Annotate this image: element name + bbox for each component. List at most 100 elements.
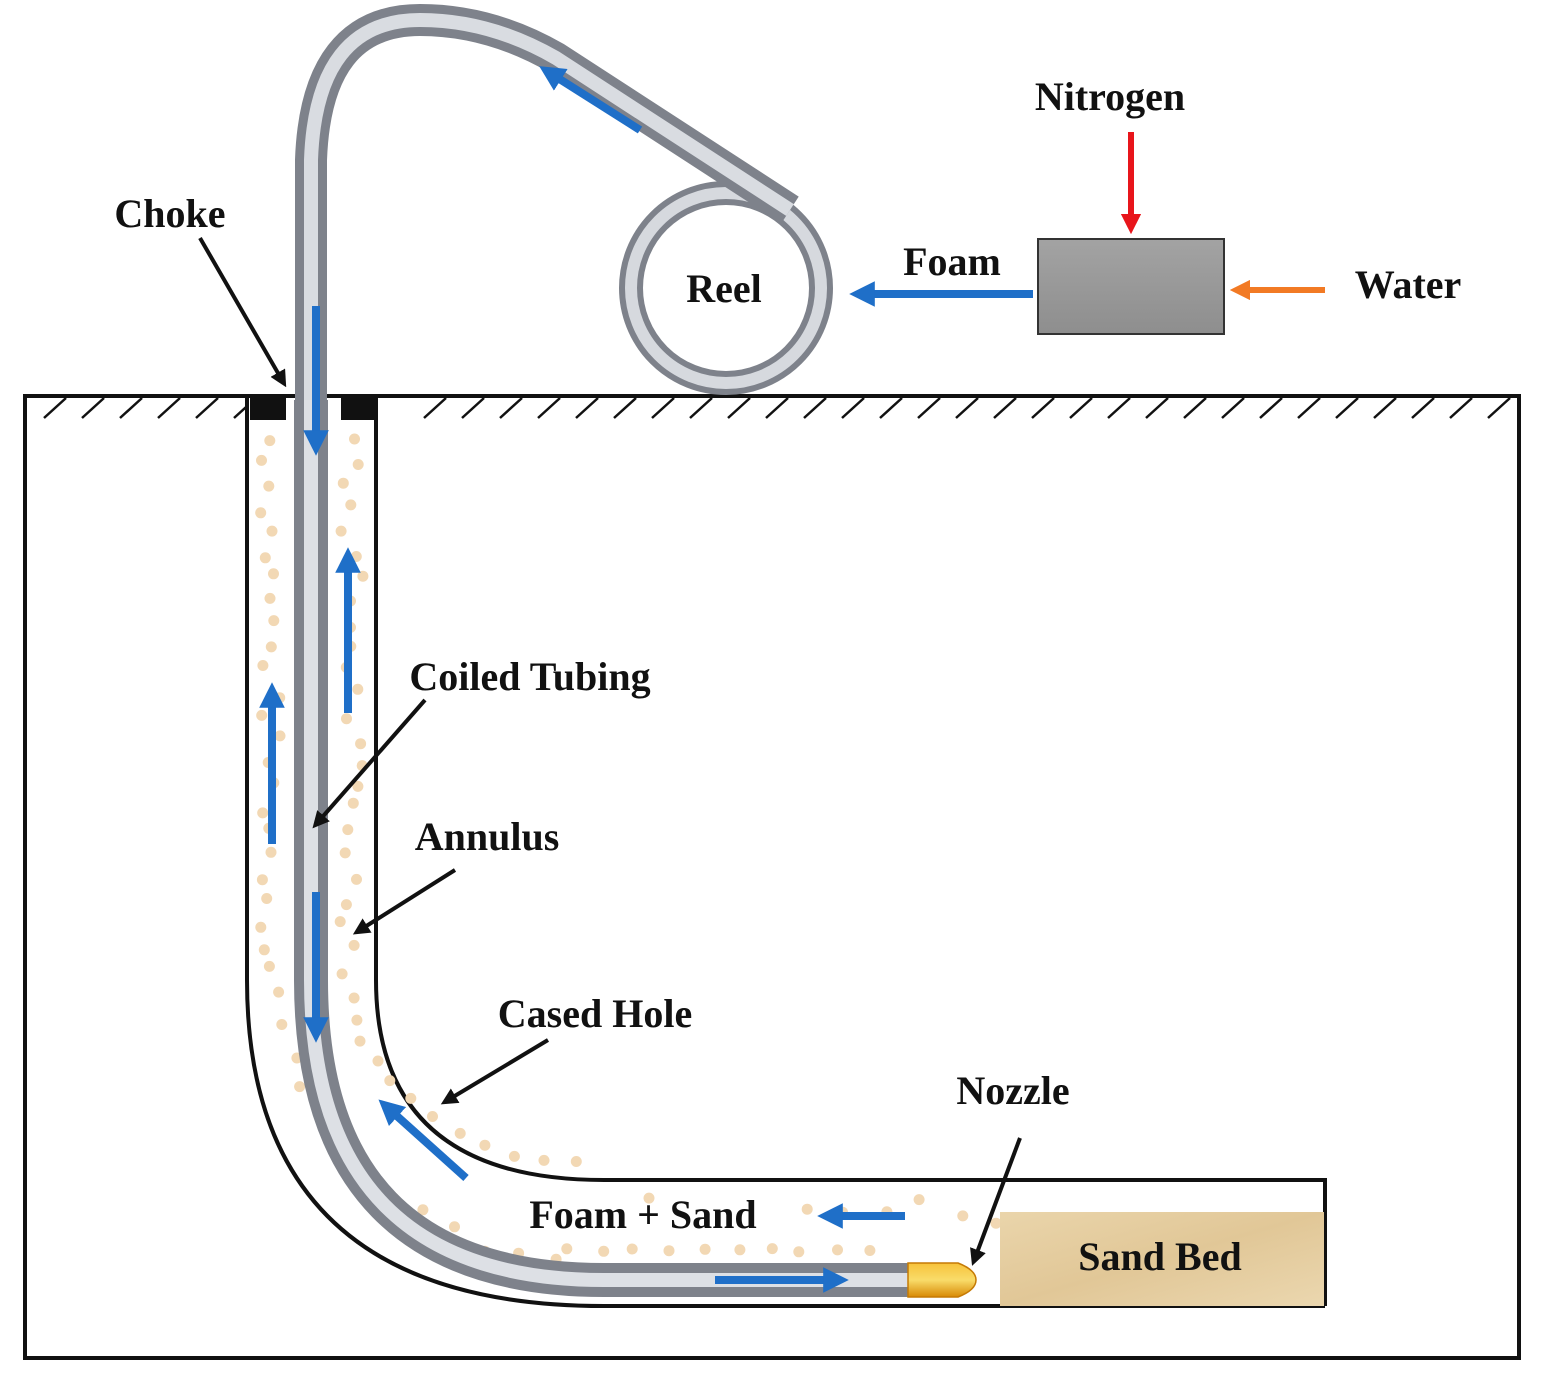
sand-particle [832, 1244, 843, 1256]
sand-particle [261, 893, 273, 904]
hatch-mark [537, 397, 561, 419]
hatch-mark [43, 397, 67, 419]
sand-particle [265, 846, 277, 858]
flow-arrows [259, 66, 1033, 1293]
hatch-mark [195, 397, 219, 419]
hatch-mark [1107, 397, 1131, 419]
ground-hatching [43, 397, 1511, 419]
hatch-mark [879, 397, 903, 419]
sand-bed-label: Sand Bed [1078, 1234, 1241, 1279]
cased-hole-inner-wall [374, 398, 1327, 1306]
sand-particles [255, 433, 1002, 1275]
hatch-mark [81, 397, 105, 419]
sand-particle [266, 525, 278, 537]
sand-particle [257, 660, 269, 671]
sand-particle [335, 525, 347, 537]
nozzle-label: Nozzle [956, 1068, 1069, 1113]
hatch-mark [119, 397, 143, 419]
sand-particle [350, 551, 362, 562]
sand-particle [268, 568, 279, 580]
sand-particle [699, 1243, 711, 1255]
sand-particle [357, 570, 369, 582]
hatch-mark [651, 397, 675, 419]
hatch-mark [1031, 397, 1055, 419]
sand-particle [352, 683, 364, 695]
hatch-mark [461, 397, 485, 419]
hatch-mark [727, 397, 751, 419]
nitrogen-label: Nitrogen [1035, 74, 1185, 119]
cased-hole-pointer [440, 1038, 550, 1105]
nozzle-pointer [970, 1137, 1022, 1266]
sand-particle [417, 1204, 429, 1216]
reel-label: Reel [686, 266, 762, 311]
sand-particle [263, 480, 275, 492]
coiled-tubing-pointer [312, 698, 427, 829]
sand-particle [793, 1246, 805, 1258]
sand-particle [508, 1150, 520, 1162]
hatch-mark [1183, 397, 1207, 419]
sand-particle [643, 1192, 655, 1204]
hatch-mark [1335, 397, 1359, 419]
hatch-mark [765, 397, 789, 419]
sand-particle [336, 968, 348, 980]
sand-particle [339, 847, 351, 859]
sand-particle [384, 1075, 396, 1087]
sand-particle [598, 1245, 610, 1257]
coiled-tubing-downhole-highlight [304, 400, 910, 1287]
hatch-mark [993, 397, 1017, 419]
sand-particle [257, 807, 269, 819]
sand-particle [256, 709, 268, 721]
annulus-pointer [352, 868, 457, 935]
hatch-mark [1411, 397, 1435, 419]
hatch-mark [613, 397, 637, 419]
water-label: Water [1355, 262, 1462, 307]
cased-hole-label: Cased Hole [498, 991, 692, 1036]
hatch-mark [803, 397, 827, 419]
sand-particle [864, 1245, 876, 1256]
sand-particle [801, 1203, 813, 1215]
sand-particle [405, 1092, 417, 1104]
hatch-mark [955, 397, 979, 419]
sand-particle [340, 899, 352, 911]
sand-particle [349, 433, 360, 445]
sand-particle [352, 780, 364, 792]
hatch-mark [1373, 397, 1397, 419]
sand-particle [626, 1243, 638, 1255]
sand-particle [274, 730, 286, 742]
sand-particle [352, 459, 364, 470]
sand-particle [341, 713, 352, 725]
hatch-mark [1221, 397, 1245, 419]
sand-particle [913, 1194, 925, 1206]
annulus-label: Annulus [415, 814, 560, 859]
sand-particle [264, 592, 276, 604]
sand-particle [479, 1139, 491, 1151]
sand-particle [268, 615, 280, 627]
sand-particle [255, 507, 267, 519]
hatch-mark [423, 397, 447, 419]
sand-particle [264, 435, 276, 447]
sand-particle [256, 454, 267, 466]
sand-particle [766, 1243, 778, 1255]
pointer-arrows [198, 236, 1022, 1266]
sand-particle [454, 1127, 466, 1139]
sand-particle [663, 1245, 675, 1257]
coiled-tubing-label: Coiled Tubing [409, 654, 650, 699]
hatch-mark [499, 397, 523, 419]
hatch-mark [1487, 397, 1511, 419]
sand-particle [342, 824, 354, 836]
sand-particle [345, 499, 357, 511]
hatch-mark [841, 397, 865, 419]
sand-particle [355, 738, 367, 750]
sand-particle [263, 960, 275, 972]
sand-particle [265, 641, 277, 653]
flow-arrow-tubing-top [539, 66, 643, 134]
hatch-mark [917, 397, 941, 419]
hatch-mark [1259, 397, 1283, 419]
sand-particle [449, 1221, 460, 1233]
foam-generator-box [1037, 238, 1225, 335]
sand-particle [294, 1081, 306, 1093]
sand-particle [348, 992, 360, 1004]
sand-particle [255, 921, 267, 933]
choke-block-right [341, 398, 377, 420]
